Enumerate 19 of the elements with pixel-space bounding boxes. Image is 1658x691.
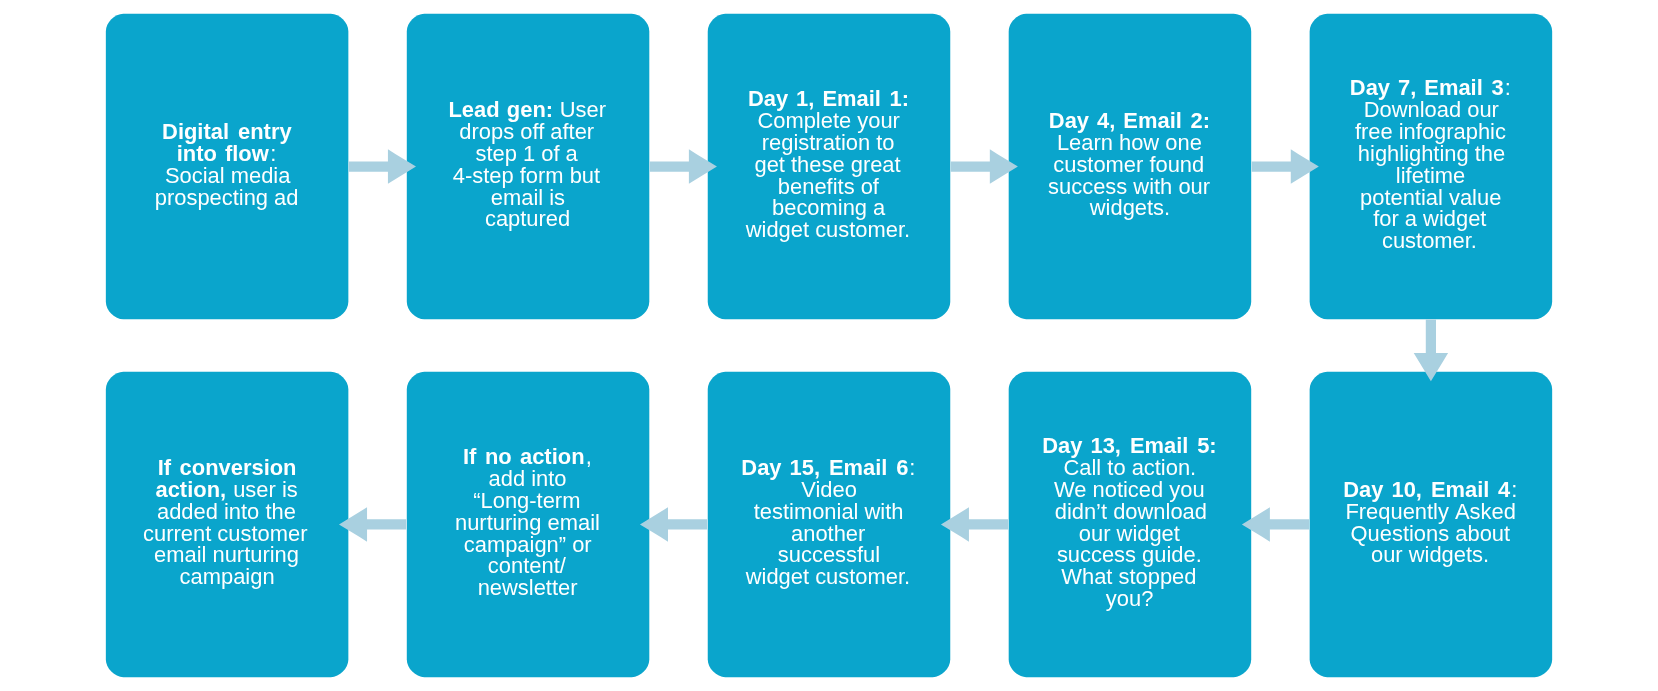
arrow xyxy=(1413,319,1449,382)
node-box: Lead gen: User drops off after step 1 of a 4-step form but email is captured xyxy=(406,13,650,320)
arrow xyxy=(940,507,1009,542)
arrow xyxy=(1251,149,1319,184)
node-box: Day 13, Email 5: Call to action. We noticed you didn’t download our widget success guide. What stopped you? xyxy=(1008,371,1252,678)
node-box: Day 4, Email 2: Learn how one customer found success with our widgets. xyxy=(1008,13,1252,320)
node-box: Digital entry into flow: Social media prospecting ad xyxy=(105,13,349,320)
node-box: If no action, add into “Long-term nurturing email campaign” or content/ newsletter xyxy=(406,371,650,678)
arrow xyxy=(639,507,708,542)
node-box: If conversion action, user is added into the current customer email nurturing campaign xyxy=(105,371,349,678)
arrow xyxy=(950,149,1018,184)
arrow xyxy=(649,149,717,184)
node-box: Day 1, Email 1: Complete your registration to get these great benefits of becoming a widget customer. xyxy=(707,13,951,320)
node-box: Day 15, Email 6: Video testimonial with another successful widget customer. xyxy=(707,371,951,678)
arrow xyxy=(1241,507,1310,542)
node-box: Day 7, Email 3: Download our free infographic highlighting the lifetime potential value for a widget customer. xyxy=(1309,13,1553,320)
arrow xyxy=(348,149,416,184)
arrow xyxy=(339,507,407,542)
node-box: Day 10, Email 4: Frequently Asked Questions about our widgets. xyxy=(1309,371,1553,678)
